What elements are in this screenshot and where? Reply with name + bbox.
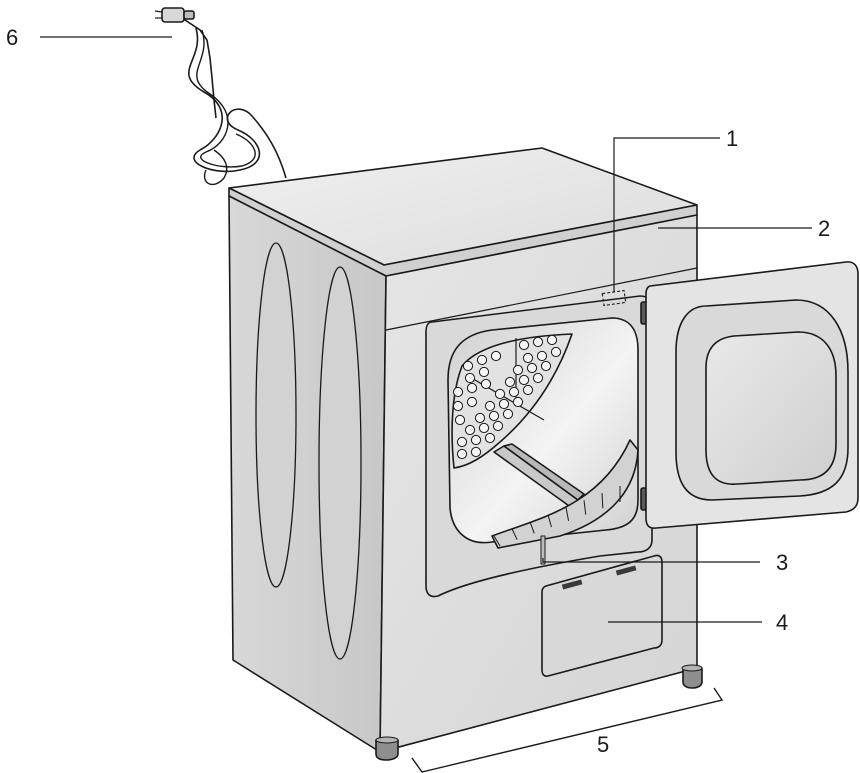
width-bracket — [411, 687, 724, 773]
callout-6: 6 — [6, 25, 18, 50]
perforation-hole — [470, 434, 482, 446]
side-emboss-right — [318, 266, 362, 660]
perforation-hole — [476, 354, 488, 366]
perforation-hole — [512, 364, 524, 376]
perforation-hole — [504, 376, 516, 388]
perforation-hole — [494, 388, 506, 400]
perforation-hole — [488, 410, 500, 422]
perforation-hole — [474, 412, 486, 424]
drum-perforations — [452, 334, 562, 460]
filter-slat — [529, 521, 535, 534]
perforation-hole — [456, 448, 468, 460]
perforation-hole — [502, 408, 514, 420]
perforation-hole — [492, 420, 504, 432]
perforation-hole — [466, 396, 478, 408]
callout-1: 1 — [726, 126, 738, 151]
perforation-hole — [546, 334, 558, 346]
access-panel-tab-right — [615, 565, 637, 576]
perforation-hole — [484, 432, 496, 444]
callout-4: 4 — [776, 610, 788, 635]
perforation-hole — [464, 424, 476, 436]
perforation-hole — [484, 400, 496, 412]
callout-2: 2 — [818, 216, 830, 241]
perforation-hole — [532, 336, 544, 348]
perforation-hole — [540, 360, 552, 372]
perforation-hole — [532, 372, 544, 384]
power-cord — [169, 15, 287, 186]
perforation-hole — [480, 378, 492, 390]
side-emboss-left — [255, 242, 297, 588]
perforation-hole — [526, 362, 538, 374]
control-panel-seam — [385, 267, 698, 331]
filter-slat — [601, 493, 604, 509]
perforation-hole — [454, 414, 466, 426]
perforation-hole — [508, 386, 520, 398]
door-glass — [705, 331, 837, 485]
perforation-hole — [490, 350, 502, 362]
lint-filter — [491, 439, 639, 549]
perforation-hole — [462, 360, 474, 372]
perforation-hole — [452, 400, 464, 412]
side-panel — [228, 195, 387, 753]
perforation-hole — [478, 366, 490, 378]
perforation-hole — [522, 352, 534, 364]
perforation-hole — [536, 350, 548, 362]
perforation-hole — [470, 446, 482, 458]
access-panel-tab-left — [561, 579, 583, 590]
filter-slat — [565, 507, 570, 521]
lint-filter-grid — [493, 486, 621, 547]
perforation-hole — [466, 382, 478, 394]
feet — [375, 664, 703, 761]
filter-slat — [511, 528, 518, 540]
filter-handle — [540, 535, 546, 565]
perforation-hole — [518, 339, 530, 351]
perforation-hole — [456, 436, 468, 448]
perforation-hole — [512, 396, 524, 408]
perforation-hole — [478, 422, 490, 434]
plug-icon — [154, 7, 195, 23]
perforation-hole — [522, 384, 534, 396]
perforation-hole — [518, 374, 530, 386]
leader-lines — [40, 36, 812, 623]
perforation-hole — [464, 372, 476, 384]
perforation-hole — [498, 398, 510, 410]
rating-plate — [601, 289, 627, 307]
callout-5: 5 — [597, 732, 609, 757]
filter-slat — [493, 535, 501, 547]
filter-slat — [547, 514, 552, 528]
callout-3: 3 — [776, 550, 788, 575]
filter-slat — [583, 500, 587, 515]
perforation-hole — [550, 346, 562, 358]
perforation-hole — [452, 386, 464, 398]
